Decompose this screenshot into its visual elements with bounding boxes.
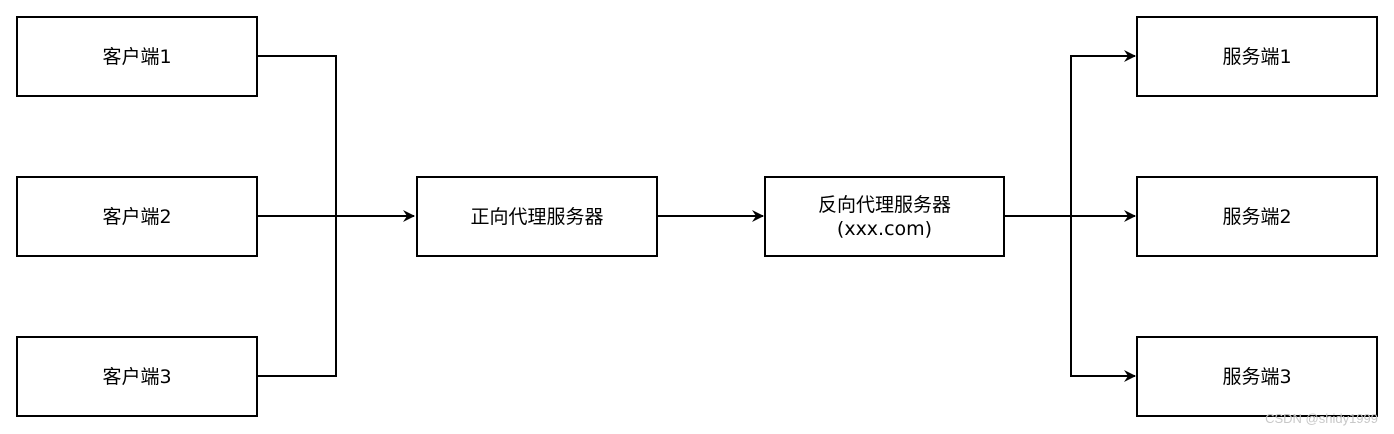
client1-label: 客户端1 [102,45,172,68]
reverse-proxy-domain: (xxx.com) [836,217,933,240]
reverse-proxy-label: 反向代理服务器 [817,193,951,216]
forward-proxy-node: 正向代理服务器 [416,176,658,257]
connector-client1-to-forward-proxy [257,55,337,216]
server2-node: 服务端2 [1136,176,1378,257]
client3-label: 客户端3 [102,365,172,388]
connector-reverse-proxy-to-server1 [1070,50,1136,216]
client1-node: 客户端1 [16,16,258,97]
server3-node: 服务端3 [1136,336,1378,417]
client3-node: 客户端3 [16,336,258,417]
connector-client3-to-forward-proxy [257,216,337,377]
server1-node: 服务端1 [1136,16,1378,97]
client2-label: 客户端2 [102,205,172,228]
server1-label: 服务端1 [1222,45,1292,68]
server2-label: 服务端2 [1222,205,1292,228]
reverse-proxy-node: 反向代理服务器 (xxx.com) [764,176,1005,257]
connector-reverse-proxy-to-server3 [1070,216,1136,382]
watermark: CSDN @shidy1999 [1265,411,1378,426]
server3-label: 服务端3 [1222,365,1292,388]
forward-proxy-label: 正向代理服务器 [470,205,604,228]
client2-node: 客户端2 [16,176,258,257]
